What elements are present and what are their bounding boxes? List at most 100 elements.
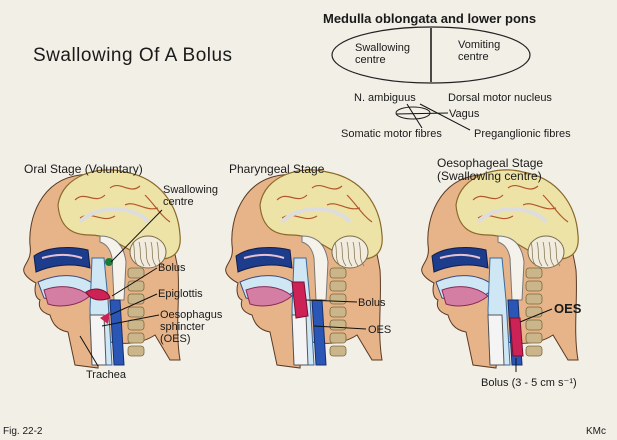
connector-vagus <box>395 112 449 115</box>
connector-preganglionic <box>419 103 471 131</box>
cerebellum-fold <box>358 241 365 267</box>
brain-fold <box>346 194 373 223</box>
vertebra <box>127 293 145 305</box>
swallowing-centre-leader <box>110 209 163 263</box>
brain-fold <box>311 184 343 190</box>
tongue <box>245 286 293 307</box>
medulla-oval <box>331 26 531 84</box>
epiglottis-mark <box>100 312 110 324</box>
oes-leader-1 <box>101 314 160 327</box>
cerebellum <box>331 235 369 269</box>
vertebra <box>525 306 543 318</box>
bolus-callout-1: Bolus <box>158 262 186 274</box>
connector-somatic <box>406 103 423 129</box>
vertebra <box>525 293 543 305</box>
nasal-cavity <box>431 247 489 273</box>
cerebellum <box>527 235 565 269</box>
swallowing-centre-dot <box>105 258 113 266</box>
dorsal-motor-nucleus-label: Dorsal motor nucleus <box>448 92 552 104</box>
cerebellum-fold <box>340 241 347 267</box>
epiglottis-leader <box>109 293 158 316</box>
oes-leader-2 <box>313 325 367 330</box>
trachea <box>291 314 309 366</box>
vertebra <box>525 319 543 331</box>
brain-fold <box>276 194 308 201</box>
stage-1-title: Oral Stage (Voluntary) <box>24 162 143 176</box>
trachea-leader <box>79 335 99 367</box>
brain-fold <box>74 194 106 201</box>
brain-fold <box>144 194 171 223</box>
cerebellum-fold <box>138 241 145 267</box>
bolus-pharyngeal <box>291 281 309 319</box>
vertebra <box>329 280 347 292</box>
brain-fold <box>472 194 504 201</box>
figure-number: Fig. 22-2 <box>3 426 43 437</box>
vertebra <box>127 267 145 279</box>
cerebellum-fold <box>156 241 163 267</box>
vertebra <box>525 267 543 279</box>
stage-3-title: Oesophageal Stage(Swallowing centre) <box>437 156 543 183</box>
stage-2-title: Pharyngeal Stage <box>229 162 325 176</box>
cerebellum-fold <box>352 241 359 267</box>
vertebra <box>127 345 145 357</box>
cerebellum-fold <box>144 241 151 267</box>
vertebra <box>329 319 347 331</box>
epiglottis-callout: Epiglottis <box>158 288 203 300</box>
nasal-cavity <box>235 247 293 273</box>
oes-leader-3 <box>519 308 553 323</box>
credit: KMc <box>586 426 606 437</box>
nasal-turbinate <box>41 254 83 259</box>
corpus-callosum <box>476 207 548 224</box>
corpus-callosum <box>78 207 150 224</box>
vertebra <box>127 319 145 331</box>
bolus-leader-2 <box>305 299 358 303</box>
brain-fold <box>507 184 539 190</box>
vertebra <box>525 280 543 292</box>
preganglionic-fibres-label: Preganglionic fibres <box>474 128 571 140</box>
cerebellum-fold <box>554 241 561 267</box>
bolus-leader-1 <box>111 267 158 297</box>
corpus-callosum <box>280 207 352 224</box>
trachea-callout: Trachea <box>86 369 127 381</box>
head-stage-2 <box>225 169 383 369</box>
cerebellum-fold <box>548 241 555 267</box>
nasal-cavity <box>33 247 91 273</box>
cerebellum <box>129 235 167 269</box>
oesophagus <box>109 299 125 366</box>
medulla-heading: Medulla oblongata and lower pons <box>323 11 537 26</box>
cerebellum-fold <box>542 241 549 267</box>
vertebra <box>525 332 543 344</box>
cerebellum-fold <box>346 241 353 267</box>
brain-fold <box>326 203 361 210</box>
vertebra <box>329 332 347 344</box>
vertebra <box>127 306 145 318</box>
cerebellum-fold <box>536 241 543 267</box>
vertebra <box>127 332 145 344</box>
bolus-oral <box>85 288 111 301</box>
vertebra <box>329 345 347 357</box>
head-stage-1 <box>23 169 181 369</box>
figure-title: Swallowing Of A Bolus <box>33 45 233 66</box>
cerebellum-fold <box>150 241 157 267</box>
bolus-oesophageal <box>509 317 524 357</box>
vertebra <box>525 345 543 357</box>
vertebra <box>329 306 347 318</box>
oes-callout-3: OES <box>554 301 582 316</box>
brain-fold <box>124 203 159 210</box>
brain-fold <box>522 203 557 210</box>
bolus-callout-2: Bolus <box>358 297 386 309</box>
somatic-motor-fibres-label: Somatic motor fibres <box>341 128 442 140</box>
n-ambiguus-label: N. ambiguus <box>354 92 416 104</box>
vertebra <box>329 267 347 279</box>
brain-fold <box>542 194 569 223</box>
nasal-turbinate <box>243 254 285 259</box>
cerebellum-fold <box>530 241 537 267</box>
trachea <box>89 314 107 366</box>
cerebellum-fold <box>334 241 341 267</box>
